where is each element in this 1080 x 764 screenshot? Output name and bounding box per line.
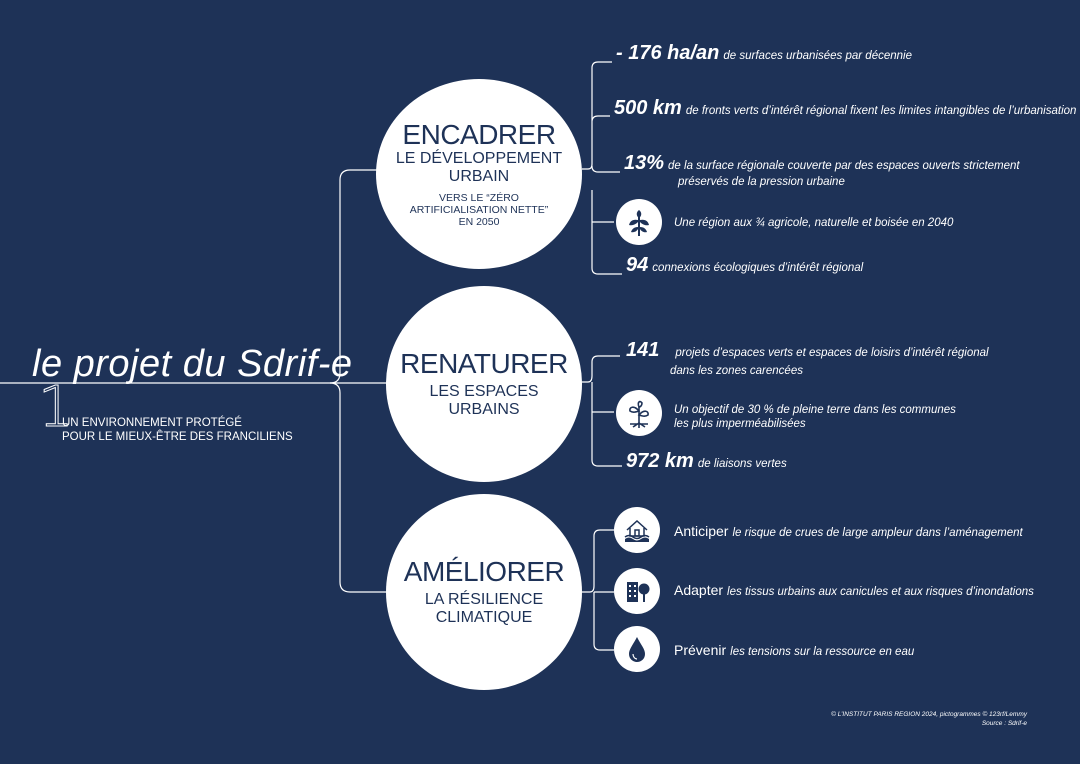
section-number: 1 bbox=[38, 375, 75, 440]
sprout-icon bbox=[616, 390, 662, 436]
item-text: de liaisons vertes bbox=[697, 458, 787, 470]
subtitle-line: POUR LE MIEUX-ÊTRE DES FRANCILIENS bbox=[62, 431, 293, 443]
list-item-continuation: préservés de la pression urbaine bbox=[678, 176, 845, 188]
axis-head: ENCADRER bbox=[402, 119, 556, 150]
list-item: Une région aux ¾ agricole, naturelle et … bbox=[674, 216, 953, 230]
list-item: 13%de la surface régionale couverte par … bbox=[624, 153, 1020, 173]
item-figure: 972 km bbox=[626, 450, 694, 472]
circle-encadrer: ENCADRER LE DÉVELOPPEMENT URBAIN VERS LE… bbox=[376, 79, 582, 269]
circle-ameliorer: AMÉLIORER LA RÉSILIENCE CLIMATIQUE bbox=[386, 494, 582, 690]
item-figure: 13% bbox=[624, 152, 665, 174]
credit-line: © L’INSTITUT PARIS REGION 2024, pictogra… bbox=[831, 711, 1027, 718]
axis-sub-line: URBAIN bbox=[448, 168, 510, 185]
tree-icon bbox=[616, 199, 662, 245]
page-subtitle: UN ENVIRONNEMENT PROTÉGÉ POUR LE MIEUX-Ê… bbox=[62, 416, 293, 444]
water-drop-icon bbox=[614, 626, 660, 672]
item-text: les tissus urbains aux canicules et aux … bbox=[727, 586, 1034, 598]
axis-sub-line: LA RÉSILIENCE bbox=[424, 591, 544, 608]
item-text: de fronts verts d’intérêt régional fixen… bbox=[685, 105, 1077, 117]
list-item: 141 projets d’espaces verts et espaces de… bbox=[626, 340, 989, 360]
item-text: Une région aux ¾ agricole, naturelle et … bbox=[674, 217, 954, 229]
axis-note-line: EN 2050 bbox=[458, 216, 500, 228]
axis-sub-line: CLIMATIQUE bbox=[435, 609, 533, 626]
axis-head: AMÉLIORER bbox=[403, 556, 565, 587]
axis-note-line: VERS LE “ZÉRO bbox=[439, 192, 519, 204]
list-item-continuation: dans les zones carencées bbox=[670, 365, 803, 377]
trunk-encadrer bbox=[329, 169, 380, 384]
branch-ameliorer bbox=[582, 529, 614, 651]
list-item-continuation: les plus imperméabilisées bbox=[674, 418, 806, 430]
axis-note: VERS LE “ZÉRO ARTIFICIALISATION NETTE” E… bbox=[410, 192, 548, 228]
item-keyword: Prévenir bbox=[674, 642, 727, 658]
item-text: les tensions sur la ressource en eau bbox=[730, 646, 915, 658]
credit-line: Source : Sdrif-e bbox=[981, 720, 1027, 727]
circle-renaturer: RENATURER LES ESPACES URBAINS bbox=[386, 286, 582, 482]
subtitle-line: UN ENVIRONNEMENT PROTÉGÉ bbox=[62, 417, 242, 429]
axis-sub-line: LES ESPACES bbox=[429, 383, 539, 400]
item-figure: 141 bbox=[626, 339, 660, 361]
building-tree-icon bbox=[614, 568, 660, 614]
item-text: projets d’espaces verts et espaces de lo… bbox=[675, 347, 989, 359]
list-item: Un objectif de 30 % de pleine terre dans… bbox=[674, 403, 956, 417]
item-text: de la surface régionale couverte par des… bbox=[668, 160, 1020, 172]
page-title: le projet du Sdrif-e bbox=[32, 343, 353, 385]
item-text: Un objectif de 30 % de pleine terre dans… bbox=[674, 404, 956, 416]
branch-encadrer bbox=[582, 61, 622, 275]
axis-sub-line: URBAINS bbox=[448, 401, 520, 418]
flood-house-icon bbox=[614, 507, 660, 553]
item-keyword: Adapter bbox=[674, 582, 724, 598]
axis-sub-line: LE DÉVELOPPEMENT bbox=[395, 150, 563, 167]
item-text: connexions écologiques d’intérêt régiona… bbox=[652, 262, 864, 274]
branch-renaturer bbox=[582, 355, 622, 467]
item-figure: 500 km bbox=[614, 97, 682, 119]
credit-note: © L’INSTITUT PARIS REGION 2024, pictogra… bbox=[831, 710, 1027, 728]
item-figure: - 176 ha/an bbox=[616, 42, 720, 64]
item-figure: 94 bbox=[626, 254, 649, 276]
item-text: de surfaces urbanisées par décennie bbox=[723, 50, 912, 62]
axis-note-line: ARTIFICIALISATION NETTE” bbox=[409, 204, 549, 216]
item-keyword: Anticiper bbox=[674, 523, 729, 539]
item-text: le risque de crues de large ampleur dans… bbox=[732, 527, 1023, 539]
trunk-ameliorer bbox=[329, 382, 390, 593]
axis-head: RENATURER bbox=[400, 348, 568, 379]
